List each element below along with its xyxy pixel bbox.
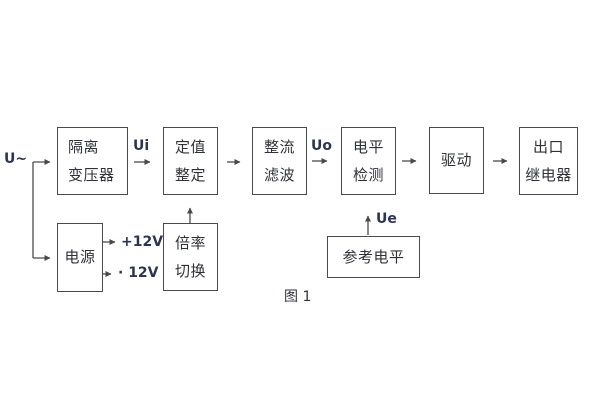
block-text-line: 滤波 [263, 165, 295, 184]
block-text-line: 检测 [352, 165, 384, 184]
block-text-line: 出口 [532, 137, 564, 156]
block-text-line: 定值 [174, 137, 206, 156]
block-output-relay: 出口 继电器 [519, 127, 578, 195]
block-text-line: 电源 [64, 248, 96, 266]
plus-12v-label: +12V [121, 234, 164, 250]
block-driver: 驱动 [429, 127, 484, 194]
block-rectifier-filter: 整流 滤波 [252, 127, 307, 195]
ui-label: Ui [133, 138, 150, 154]
minus-12v-label: · 12V [118, 265, 159, 281]
block-ratio-switch: 倍率 切换 [163, 223, 218, 291]
block-power-supply: 电源 [57, 223, 103, 292]
block-text-line: 整流 [263, 137, 295, 156]
ue-label: Ue [376, 211, 397, 227]
block-text-line: 变压器 [68, 165, 115, 184]
figure-caption: 图 1 [284, 289, 312, 305]
block-text-line: 整定 [174, 165, 206, 184]
uo-label: Uo [311, 138, 332, 154]
block-text-line: 继电器 [525, 165, 572, 184]
block-text-line: 切换 [174, 261, 206, 280]
block-text-line: 倍率 [174, 233, 206, 252]
input-voltage-label: U~ [4, 151, 28, 167]
block-text-line: 参考电平 [342, 247, 405, 266]
block-level-detection: 电平 检测 [341, 127, 396, 195]
block-text-line: 电平 [352, 137, 384, 156]
block-text-line: 驱动 [440, 151, 472, 169]
block-value-setting: 定值 整定 [163, 127, 218, 195]
block-text-line: 隔离 [68, 137, 100, 156]
block-reference-level: 参考电平 [327, 236, 420, 278]
block-isolation-transformer: 隔离 变压器 [57, 127, 128, 195]
